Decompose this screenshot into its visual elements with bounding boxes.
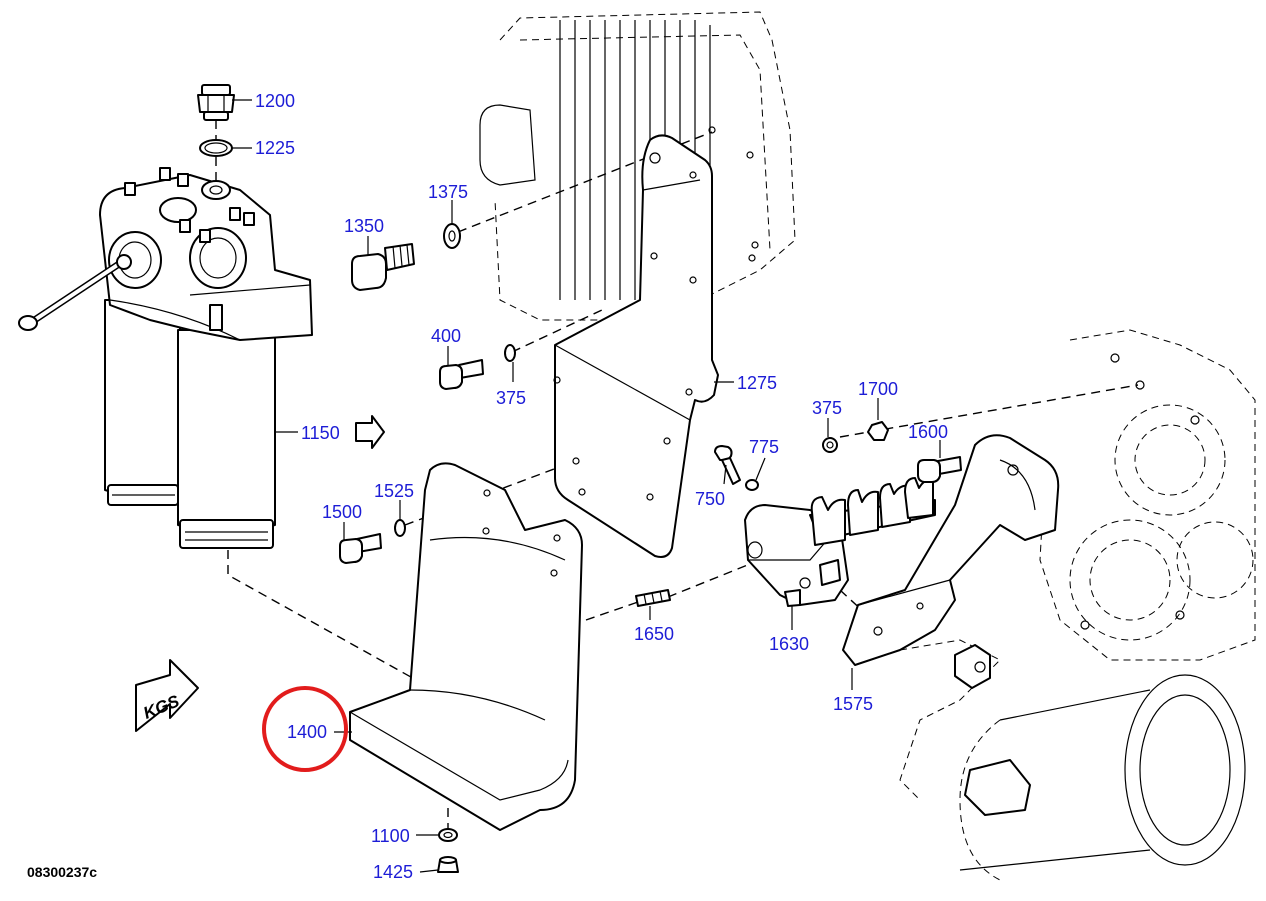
bolt-1350 xyxy=(351,243,415,291)
highlight-circle xyxy=(262,686,348,772)
leader-lines xyxy=(232,99,941,873)
filter-assembly xyxy=(18,167,313,549)
washer-375-upper xyxy=(504,344,516,362)
nut-1700 xyxy=(867,421,889,441)
washer-1375 xyxy=(443,223,461,249)
label-1500[interactable]: 1500 xyxy=(322,502,362,522)
kgs-arrow: KGS xyxy=(135,659,199,732)
engine-side-outline xyxy=(1039,329,1256,661)
stud-1650 xyxy=(635,589,671,607)
pulley-outline xyxy=(899,639,1246,881)
label-1225[interactable]: 1225 xyxy=(255,138,295,158)
label-1150[interactable]: 1150 xyxy=(301,423,340,443)
bolt-750 xyxy=(714,445,741,485)
label-1400[interactable]: 1400 xyxy=(287,722,327,742)
label-1375[interactable]: 1375 xyxy=(428,182,468,202)
drawing-code: 08300237c xyxy=(27,864,97,880)
bolt-1500 xyxy=(339,533,382,564)
washer-775 xyxy=(745,479,759,491)
label-1575[interactable]: 1575 xyxy=(833,694,873,714)
washer-1525 xyxy=(394,519,406,537)
o-ring-1100 xyxy=(438,828,458,842)
label-1350[interactable]: 1350 xyxy=(344,216,384,236)
label-1700[interactable]: 1700 xyxy=(858,379,898,399)
label-1200[interactable]: 1200 xyxy=(255,91,295,111)
label-775[interactable]: 775 xyxy=(749,437,779,457)
washer-375-right xyxy=(822,437,838,453)
direction-arrow-icon xyxy=(355,415,385,449)
label-1630[interactable]: 1630 xyxy=(769,634,809,654)
engine-block-outline xyxy=(479,11,796,321)
label-1650[interactable]: 1650 xyxy=(634,624,674,644)
label-400[interactable]: 400 xyxy=(431,326,461,346)
fitting-1200 xyxy=(197,84,235,121)
bolt-1600 xyxy=(917,456,962,483)
label-1600[interactable]: 1600 xyxy=(908,422,948,442)
lower-bracket-1400 xyxy=(349,462,583,831)
label-1525[interactable]: 1525 xyxy=(374,481,414,501)
upper-bracket-1275 xyxy=(553,134,719,558)
part-labels: 1200 1225 1375 1350 400 375 1275 375 170… xyxy=(255,91,948,882)
label-1275[interactable]: 1275 xyxy=(737,373,777,393)
label-1425[interactable]: 1425 xyxy=(373,862,413,882)
label-750[interactable]: 750 xyxy=(695,489,725,509)
plug-1425 xyxy=(437,856,459,873)
label-1100[interactable]: 1100 xyxy=(371,826,410,846)
bolt-400 xyxy=(439,359,484,390)
label-375-right[interactable]: 375 xyxy=(812,398,842,418)
bracket-1630 xyxy=(744,477,936,607)
arm-bracket-1575 xyxy=(842,434,1060,666)
label-375-upper[interactable]: 375 xyxy=(496,388,526,408)
